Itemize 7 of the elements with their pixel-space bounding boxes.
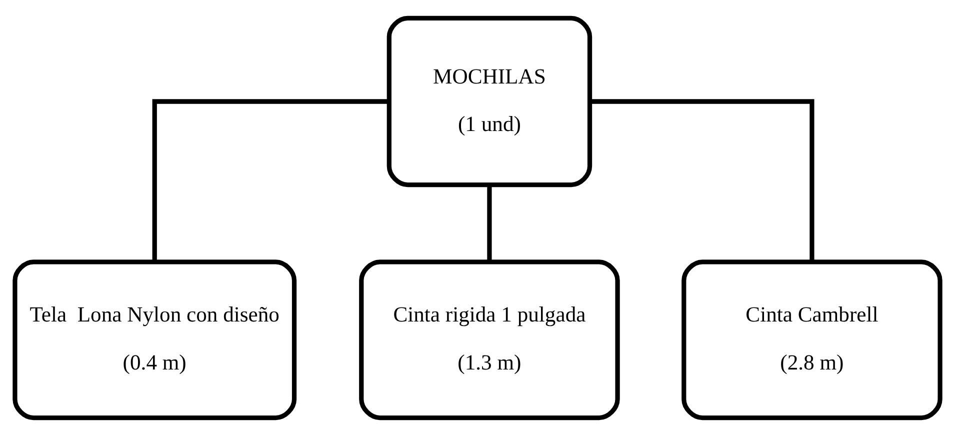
node-box: MOCHILAS (1 und): [386, 15, 592, 187]
node-box: Cinta Cambrell (2.8 m): [682, 259, 942, 420]
node-box: Cinta rigida 1 pulgada (1.3 m): [359, 259, 620, 420]
connector: [590, 98, 814, 262]
node-box: Tela Lona Nylon con diseño (0.4 m): [12, 259, 297, 420]
connector: [487, 184, 492, 262]
connector: [152, 98, 389, 262]
